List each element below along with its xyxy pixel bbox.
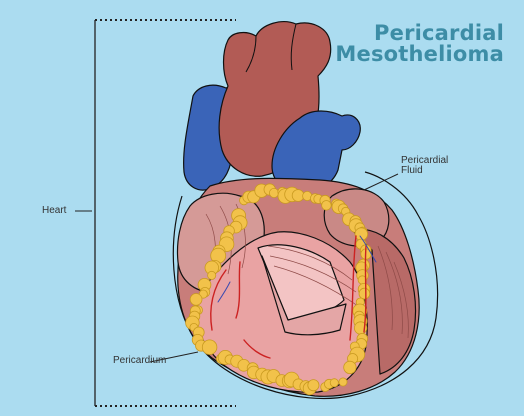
title-line-2: Mesothelioma (335, 42, 504, 66)
aorta-outline (245, 23, 297, 73)
tumor-nodule (329, 378, 339, 388)
cavity-fold (261, 255, 347, 336)
pulmonary-artery (271, 110, 361, 193)
tumor-nodule (189, 293, 203, 306)
leader-lines (149, 173, 399, 363)
tumor-nodule (307, 379, 320, 392)
title-line-1: Pericardial (374, 21, 504, 45)
tumor-nodule (207, 270, 217, 280)
tumor-nodule (358, 287, 371, 300)
fluid-leader-line (363, 173, 399, 191)
label-pericardial-fluid-1: Pericardial (401, 155, 449, 166)
heart-bracket (75, 19, 236, 407)
tumor-nodule (338, 377, 348, 387)
label-pericardial-fluid-2: Fluid (401, 165, 423, 176)
pericardium-leader-line (149, 351, 199, 363)
tumor-nodule (268, 187, 279, 198)
tumor-nodules (185, 183, 372, 396)
small-blue-vessels (217, 235, 377, 303)
tumor-nodule (321, 200, 332, 211)
coronary-vessels (210, 235, 367, 359)
right-wall (351, 228, 417, 375)
label-pericardium: Pericardium (113, 355, 167, 366)
tumor-nodule (343, 360, 357, 374)
label-heart: Heart (42, 205, 67, 216)
tumor-nodule (201, 339, 218, 355)
